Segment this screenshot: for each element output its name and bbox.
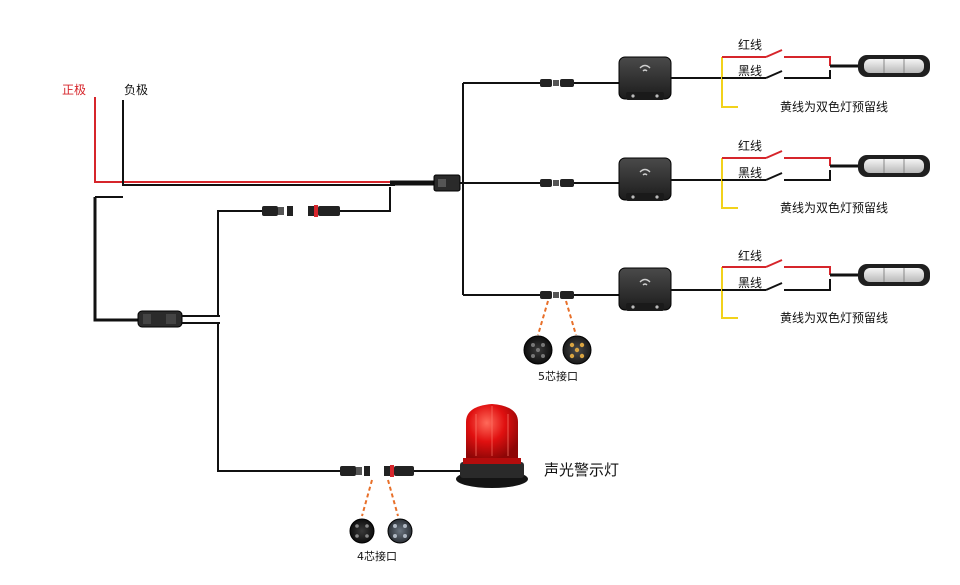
branch-2-red-label: 红线 xyxy=(738,139,763,153)
four-pin-label: 4芯接口 xyxy=(357,550,397,563)
beacon-label: 声光警示灯 xyxy=(544,461,620,479)
controller-box-1 xyxy=(618,56,672,100)
negative-wire xyxy=(122,100,395,186)
controller-box-2 xyxy=(618,157,672,201)
branch-2 xyxy=(463,150,930,209)
main-trunk-wire xyxy=(93,197,143,322)
four-pin-connector-detail xyxy=(349,479,413,544)
controller-box-3 xyxy=(618,267,672,311)
five-pin-male-icon xyxy=(562,335,592,365)
beacon-wire xyxy=(217,323,340,472)
four-pin-female-icon xyxy=(349,518,375,544)
branch-3-yellow-label: 黄线为双色灯预留线 xyxy=(780,311,889,325)
branch-3 xyxy=(463,259,930,319)
branch-3-black-label: 黑线 xyxy=(738,276,763,290)
power-input xyxy=(93,97,434,322)
hub xyxy=(433,174,461,192)
inline-connector-top xyxy=(262,205,340,217)
positive-label: 正极 xyxy=(62,83,87,97)
branch-3-red-label: 红线 xyxy=(738,249,763,263)
warning-beacon xyxy=(456,404,528,488)
four-pin-male-icon xyxy=(387,518,413,544)
branch-1 xyxy=(463,49,930,108)
five-pin-connector-detail xyxy=(523,300,592,365)
branch-1-yellow-label: 黄线为双色灯预留线 xyxy=(780,100,889,114)
work-lamp-2 xyxy=(858,155,930,177)
inline-connector-beacon xyxy=(340,465,414,477)
branch-1-red-label: 红线 xyxy=(738,38,763,52)
five-pin-female-icon xyxy=(523,335,553,365)
positive-wire xyxy=(94,97,395,183)
work-lamp-1 xyxy=(858,55,930,77)
splitter-module xyxy=(137,310,220,328)
five-pin-label: 5芯接口 xyxy=(538,370,578,383)
branch-2-black-label: 黑线 xyxy=(738,166,763,180)
work-lamp-3 xyxy=(858,264,930,286)
negative-label: 负极 xyxy=(124,83,149,97)
splitter-to-hub-wire xyxy=(217,210,262,316)
branch-1-black-label: 黑线 xyxy=(738,64,763,78)
branch-2-yellow-label: 黄线为双色灯预留线 xyxy=(780,201,889,215)
